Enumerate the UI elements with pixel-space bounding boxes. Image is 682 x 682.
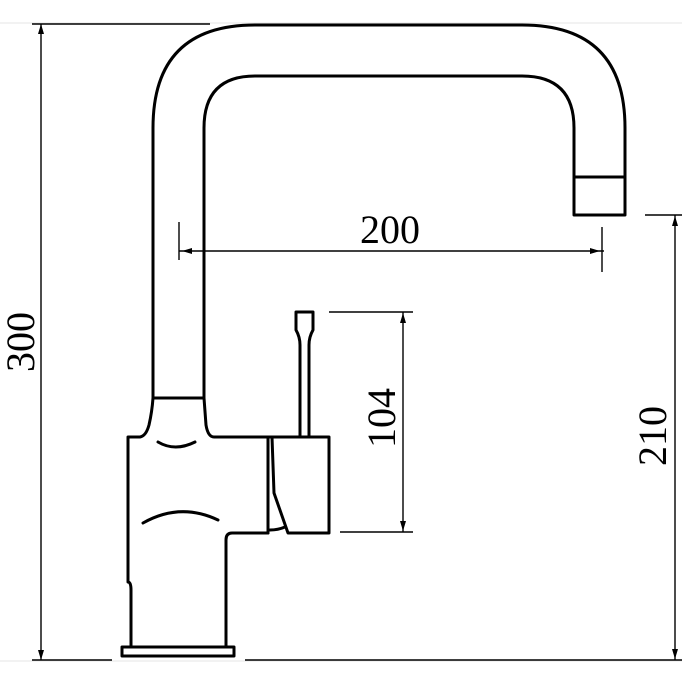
faucet-outline [120,23,627,658]
dimension-label-210: 210 [630,406,675,466]
dimension-total-height: 300 [0,23,210,661]
dimension-label-300: 300 [0,312,43,372]
dimension-label-200: 200 [360,207,420,252]
dimension-handle-height: 104 [329,311,413,533]
dimension-spout-reach: 200 [178,207,604,272]
dimension-label-104: 104 [359,388,404,448]
dimension-outlet-height: 210 [245,214,682,661]
